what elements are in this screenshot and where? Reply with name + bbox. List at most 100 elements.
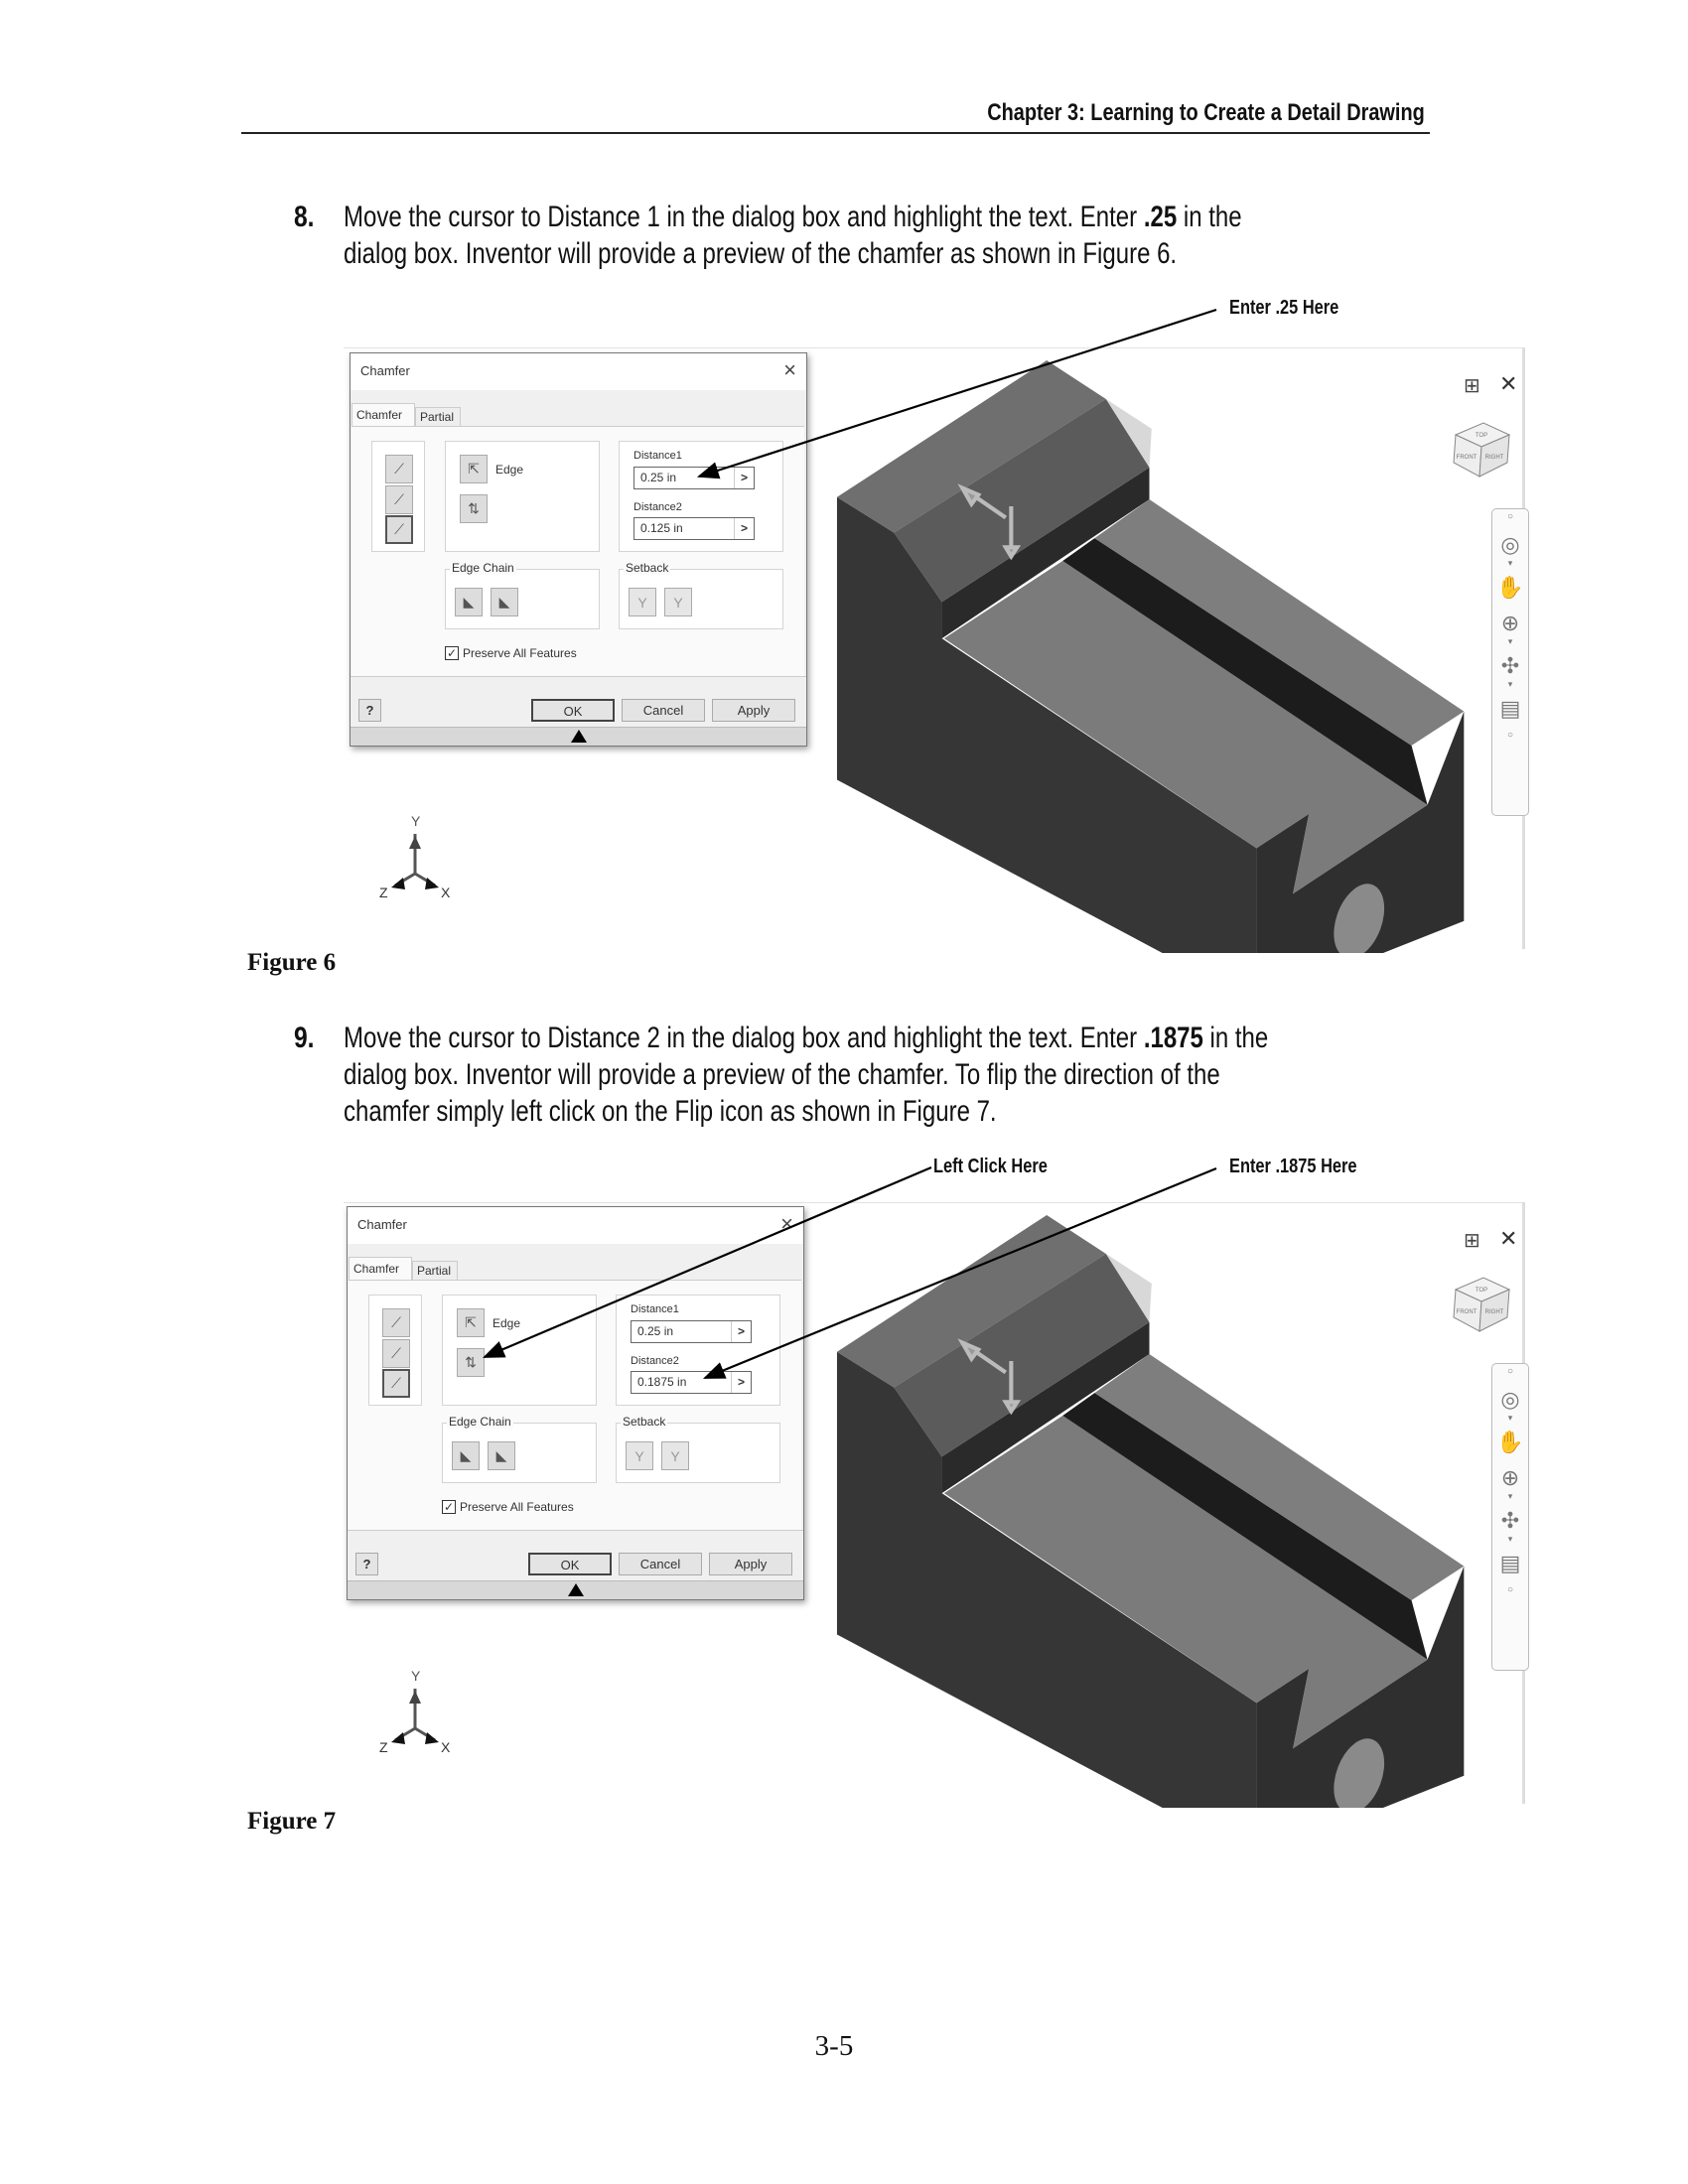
text: dialog box. Inventor will provide a prev… — [344, 1058, 1220, 1091]
navbar-options-icon[interactable]: ○ — [1506, 1584, 1514, 1595]
viewcube-top[interactable]: TOP — [1476, 433, 1487, 439]
help-button[interactable]: ? — [358, 699, 381, 722]
viewcube[interactable]: TOP FRONT RIGHT — [1448, 1272, 1513, 1337]
triad-y-label: Y — [411, 1668, 421, 1684]
apply-button[interactable]: Apply — [712, 699, 795, 722]
model-top-face — [836, 1215, 1106, 1388]
tab-partial[interactable]: Partial — [412, 1261, 458, 1280]
distance2-chevron-icon[interactable]: > — [731, 1372, 751, 1393]
all-edges-chain-icon[interactable]: ◣ — [452, 1441, 480, 1470]
apply-button[interactable]: Apply — [709, 1553, 792, 1575]
distance-angle-chamfer-icon[interactable]: ⟋ — [382, 1339, 410, 1368]
chamfer-direction-arrows-icon[interactable] — [957, 483, 1022, 561]
chevron-down-icon[interactable]: ▾ — [1507, 679, 1513, 689]
setback-label: Setback — [621, 1415, 668, 1429]
two-distance-chamfer-icon[interactable]: ⟋ — [382, 1369, 410, 1398]
viewcube-top[interactable]: TOP — [1476, 1288, 1487, 1294]
navbar-close-icon[interactable]: ○ — [1506, 1366, 1514, 1377]
preserve-features-checkbox[interactable]: ✓ — [445, 646, 459, 660]
ok-button[interactable]: OK — [531, 699, 615, 722]
preserve-features-checkbox[interactable]: ✓ — [442, 1500, 456, 1514]
distance2-input[interactable]: 0.125 in > — [633, 517, 755, 540]
triad-x-label: X — [441, 885, 451, 900]
dialog-close-button[interactable]: × — [783, 357, 796, 382]
tab-chamfer[interactable]: Chamfer — [349, 1257, 412, 1281]
close-viewport-icon[interactable]: ✕ — [1499, 1226, 1518, 1251]
zoom-icon[interactable]: ⊕ — [1500, 611, 1520, 635]
edge-select-button[interactable]: ⇱ — [460, 455, 488, 483]
chevron-down-icon[interactable]: ▾ — [1507, 1491, 1513, 1501]
zoom-icon[interactable]: ⊕ — [1500, 1465, 1520, 1490]
orbit-icon[interactable]: ✣ — [1500, 1508, 1520, 1533]
tab-partial[interactable]: Partial — [415, 407, 461, 426]
cancel-button[interactable]: Cancel — [619, 1553, 702, 1575]
step-line: dialog box. Inventor will provide a prev… — [344, 1056, 1268, 1093]
viewcube-front[interactable]: FRONT — [1457, 455, 1477, 461]
preserve-features-label: Preserve All Features — [463, 646, 577, 660]
flip-button[interactable]: ⇅ — [460, 494, 488, 523]
ok-button[interactable]: OK — [528, 1553, 612, 1575]
distance-chamfer-icon[interactable]: ⟋ — [382, 1308, 410, 1337]
chamfer-direction-arrows-icon[interactable] — [957, 1338, 1022, 1416]
look-at-icon[interactable]: ▤ — [1499, 1551, 1521, 1575]
orbit-icon[interactable]: ✣ — [1500, 653, 1520, 678]
setback-on-icon[interactable]: Y — [629, 588, 656, 616]
dialog-expand-bar[interactable] — [351, 727, 806, 746]
steering-wheel-icon[interactable]: ◎ — [1500, 1387, 1520, 1412]
restore-icon[interactable]: ⊞ — [1464, 1230, 1480, 1252]
pan-hand-icon[interactable]: ✋ — [1496, 575, 1524, 600]
look-at-icon[interactable]: ▤ — [1499, 696, 1521, 721]
distance-chamfer-icon[interactable]: ⟋ — [385, 455, 413, 483]
flip-button[interactable]: ⇅ — [457, 1348, 485, 1377]
chevron-down-icon[interactable]: ▾ — [1507, 558, 1513, 568]
navbar-options-icon[interactable]: ○ — [1506, 730, 1514, 741]
model-right-top-face — [1094, 1354, 1465, 1601]
independent-edge-icon[interactable]: ◣ — [491, 588, 518, 616]
part-model[interactable] — [814, 1192, 1529, 1808]
viewcube-right[interactable]: RIGHT — [1485, 1309, 1504, 1315]
help-button[interactable]: ? — [355, 1553, 378, 1575]
viewcube-right[interactable]: RIGHT — [1485, 455, 1504, 461]
independent-edge-icon[interactable]: ◣ — [488, 1441, 515, 1470]
distance1-input[interactable]: 0.25 in > — [631, 1320, 752, 1343]
chevron-down-icon[interactable]: ▾ — [1507, 1413, 1513, 1423]
tab-chamfer[interactable]: Chamfer — [352, 403, 415, 427]
dialog-expand-bar[interactable] — [348, 1580, 803, 1599]
distance1-chevron-icon[interactable]: > — [731, 1321, 751, 1342]
dialog-titlebar[interactable] — [351, 353, 806, 390]
pan-hand-icon[interactable]: ✋ — [1496, 1430, 1524, 1454]
distance-angle-chamfer-icon[interactable]: ⟋ — [385, 485, 413, 514]
bold-value: .1875 — [1143, 1022, 1203, 1054]
two-distance-chamfer-icon[interactable]: ⟋ — [385, 515, 413, 544]
viewcube-front[interactable]: FRONT — [1457, 1309, 1477, 1315]
restore-icon[interactable]: ⊞ — [1464, 375, 1480, 397]
distance1-value[interactable]: 0.25 in — [637, 1324, 674, 1338]
viewcube[interactable]: TOP FRONT RIGHT — [1448, 417, 1513, 482]
distance2-value[interactable]: 0.1875 in — [637, 1375, 687, 1389]
expand-triangle-icon[interactable] — [568, 1583, 584, 1596]
close-viewport-icon[interactable]: ✕ — [1499, 371, 1518, 396]
part-model[interactable] — [814, 338, 1529, 953]
distance1-chevron-icon[interactable]: > — [734, 468, 754, 488]
navigation-bar: ○ ◎ ▾ ✋ ⊕ ▾ ✣ ▾ ▤ ○ — [1491, 1363, 1529, 1671]
navbar-close-icon[interactable]: ○ — [1506, 511, 1514, 522]
expand-triangle-icon[interactable] — [571, 730, 587, 743]
dialog-titlebar[interactable] — [348, 1207, 803, 1244]
distance1-input[interactable]: 0.25 in > — [633, 467, 755, 489]
setback-off-icon[interactable]: Y — [661, 1441, 689, 1470]
triad-y-label: Y — [411, 813, 421, 829]
all-edges-chain-icon[interactable]: ◣ — [455, 588, 483, 616]
setback-on-icon[interactable]: Y — [626, 1441, 653, 1470]
setback-off-icon[interactable]: Y — [664, 588, 692, 616]
steering-wheel-icon[interactable]: ◎ — [1500, 532, 1520, 557]
navigation-bar: ○ ◎ ▾ ✋ ⊕ ▾ ✣ ▾ ▤ ○ — [1491, 508, 1529, 816]
edge-select-button[interactable]: ⇱ — [457, 1308, 485, 1337]
distance2-value[interactable]: 0.125 in — [640, 521, 683, 535]
cancel-button[interactable]: Cancel — [622, 699, 705, 722]
distance2-chevron-icon[interactable]: > — [734, 518, 754, 539]
chevron-down-icon[interactable]: ▾ — [1507, 1534, 1513, 1544]
chevron-down-icon[interactable]: ▾ — [1507, 636, 1513, 646]
step-line: Move the cursor to Distance 2 in the dia… — [344, 1020, 1268, 1056]
distance1-value[interactable]: 0.25 in — [640, 471, 677, 484]
arrow-to-distance1 — [696, 308, 1217, 479]
